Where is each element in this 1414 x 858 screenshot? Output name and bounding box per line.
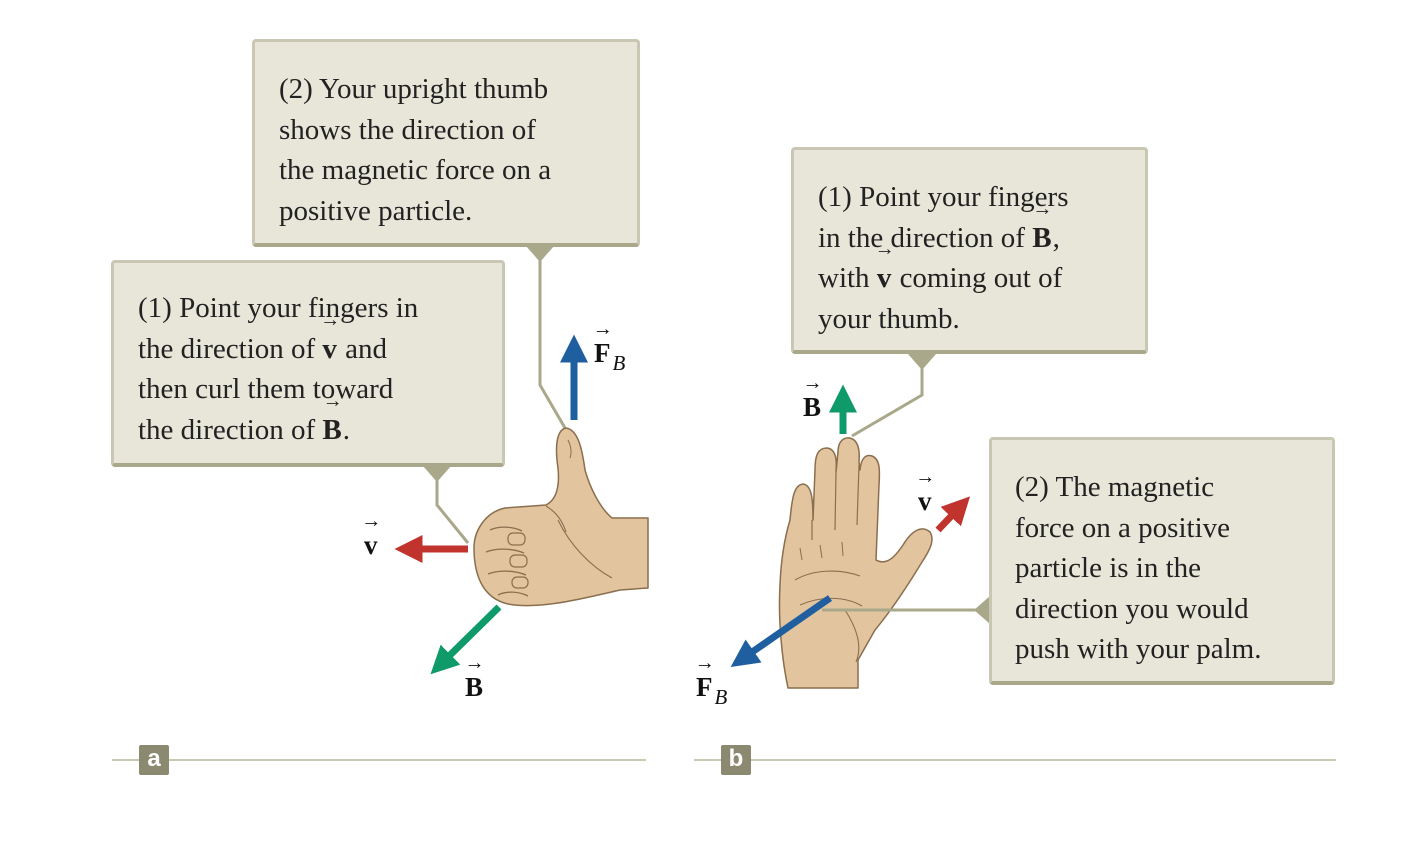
force-arrow-b xyxy=(730,595,832,667)
vector-v-symbol: v xyxy=(322,329,338,370)
fist-thumb-up-icon xyxy=(473,427,649,607)
leader-pointer-fingers-callout-a xyxy=(423,466,451,482)
callout-thumb-force: (2) Your upright thumb shows the directi… xyxy=(252,39,640,247)
callout-line: the direction of v and xyxy=(138,329,502,370)
open-hand-icon xyxy=(778,437,933,689)
callout-line: positive particle. xyxy=(279,194,473,227)
callout-line: (1) Point your fingers in xyxy=(138,292,419,324)
callout-line: the direction of B. xyxy=(138,410,502,451)
callout-line: direction you would xyxy=(1015,592,1249,625)
velocity-label-a: v xyxy=(364,530,379,561)
callout-line: shows the direction of xyxy=(279,113,536,146)
callout-line: particle is in the xyxy=(1015,552,1202,584)
leader-line-thumb-callout xyxy=(538,258,567,429)
callout-line: your thumb. xyxy=(818,302,960,335)
callout-line: the magnetic force on a xyxy=(279,154,552,186)
force-label-a: FB xyxy=(594,338,625,375)
panel-tag-b: b xyxy=(721,745,751,775)
vector-b-symbol: B xyxy=(1032,218,1052,259)
velocity-arrow-b xyxy=(935,496,971,533)
field-label-a: B xyxy=(465,672,484,703)
callout-line: in the direction of B, xyxy=(818,218,1145,259)
callout-line: force on a positive xyxy=(1015,511,1231,544)
velocity-label-b: v xyxy=(918,486,933,517)
leader-pointer-fingers-callout-b xyxy=(908,354,936,370)
callout-line: (2) The magnetic xyxy=(1015,471,1215,503)
leader-line-fingers-callout-a xyxy=(435,478,470,544)
callout-fingers-b: (1) Point your fingers in the direction … xyxy=(791,147,1148,354)
vector-b-symbol: B xyxy=(322,410,342,451)
panel-tag-a: a xyxy=(139,745,169,775)
callout-fingers-a: (1) Point your fingers in the direction … xyxy=(111,260,505,467)
callout-line: (2) Your upright thumb xyxy=(279,73,549,105)
vector-v-symbol: v xyxy=(877,258,893,299)
callout-line: push with your palm. xyxy=(1015,633,1262,665)
callout-line: with v coming out of xyxy=(818,258,1145,299)
field-label-b: B xyxy=(803,392,822,423)
leader-line-fingers-callout-b xyxy=(851,360,924,438)
leader-pointer-thumb-callout xyxy=(526,246,554,262)
leader-pointer-palm-callout xyxy=(974,596,990,624)
callout-line: then curl them toward xyxy=(138,373,394,405)
field-arrow-a xyxy=(430,604,502,675)
callout-line: (1) Point your fingers xyxy=(818,181,1069,213)
callout-palm-push: (2) The magnetic force on a positive par… xyxy=(989,437,1335,685)
force-label-b: FB xyxy=(696,672,727,709)
